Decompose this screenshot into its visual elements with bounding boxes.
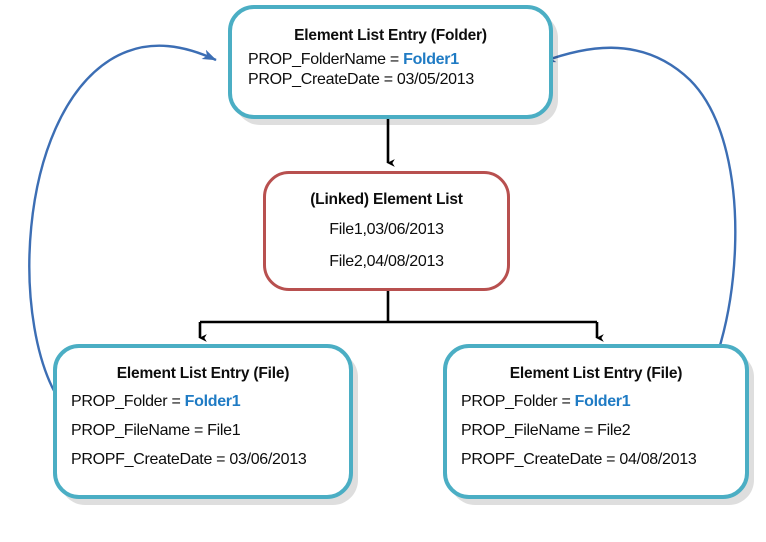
node-file1-row-folder: PROP_Folder = Folder1 [71, 393, 241, 411]
node-element-list-entry-file1[interactable]: Element List Entry (File) PROP_Folder = … [53, 344, 353, 499]
node-element-list-entry-folder[interactable]: Element List Entry (Folder) PROP_FolderN… [228, 5, 553, 119]
node-folder-row-foldername: PROP_FolderName = Folder1 [248, 51, 459, 69]
node-file2-row-folder-label: PROP_Folder = [461, 393, 575, 410]
node-file1-title: Element List Entry (File) [116, 365, 290, 382]
node-file2-row-folder-value: Folder1 [574, 393, 631, 410]
node-file1-row-filename: PROP_FileName = File1 [71, 422, 241, 439]
node-linked-title: (Linked) Element List [310, 191, 463, 208]
node-file2-row-filename: PROP_FileName = File2 [461, 422, 631, 439]
node-file2-title: Element List Entry (File) [509, 365, 683, 382]
node-linked-row-file1: File1,03/06/2013 [329, 221, 444, 238]
node-file1-row-folder-label: PROP_Folder = [71, 393, 185, 410]
node-folder-title: Element List Entry (Folder) [294, 27, 487, 44]
node-folder-row-foldername-label: PROP_FolderName = [248, 51, 404, 68]
node-file1-row-createdate: PROPF_CreateDate = 03/06/2013 [71, 451, 307, 468]
node-folder-row-createdate: PROP_CreateDate = 03/05/2013 [248, 71, 474, 88]
connector-linked-to-files [198, 291, 604, 342]
node-file1-row-folder-value: Folder1 [184, 393, 241, 410]
node-folder-row-foldername-value: Folder1 [403, 51, 459, 68]
node-linked-element-list[interactable]: (Linked) Element List File1,03/06/2013 F… [263, 171, 510, 291]
node-file2-row-folder: PROP_Folder = Folder1 [461, 393, 631, 411]
node-linked-row-file2: File2,04/08/2013 [329, 253, 444, 270]
node-element-list-entry-file2[interactable]: Element List Entry (File) PROP_Folder = … [443, 344, 749, 499]
node-file2-row-createdate: PROPF_CreateDate = 04/08/2013 [461, 451, 697, 468]
